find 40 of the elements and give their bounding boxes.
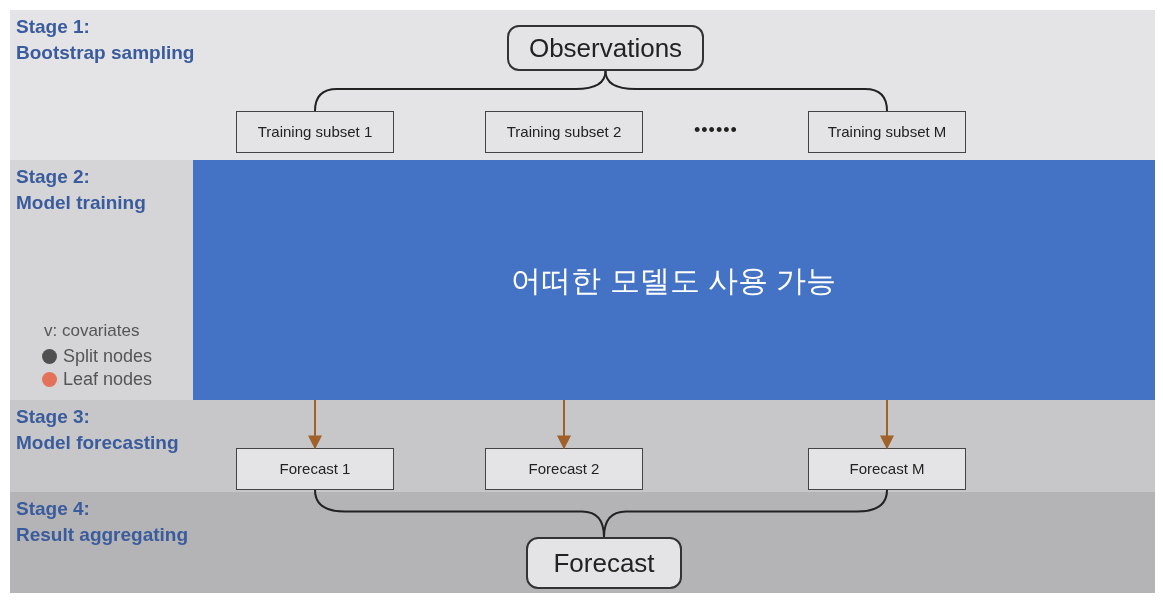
process-box	[526, 537, 682, 589]
stage-title: Model forecasting	[16, 431, 179, 455]
process-box	[236, 111, 394, 153]
process-box	[808, 448, 966, 490]
arrow	[880, 399, 894, 450]
node-text: 어떠한 모델도 사용 가능	[511, 262, 837, 299]
ellipsis: ••••••	[694, 119, 738, 142]
arrow	[557, 399, 571, 450]
node-text: Observations	[528, 31, 683, 65]
stage-band	[10, 10, 1155, 160]
stage-title: Result aggregating	[16, 523, 189, 547]
node-text: Forecast 2	[528, 458, 600, 479]
node-text: Forecast 1	[279, 458, 351, 479]
stage-band	[10, 492, 1155, 593]
brace-connector	[603, 489, 888, 538]
process-box	[485, 111, 643, 153]
stage-title: Model training	[16, 191, 146, 215]
stage-number: Stage 3:	[16, 405, 90, 429]
stage-number: Stage 2:	[16, 165, 90, 189]
process-box	[808, 111, 966, 153]
process-box	[236, 448, 394, 490]
process-box	[507, 25, 704, 71]
brace-connector	[604, 70, 888, 112]
stage-number: Stage 4:	[16, 497, 90, 521]
model-panel	[193, 160, 1155, 400]
node-text: Training subset 2	[506, 121, 622, 142]
stage-band	[10, 400, 1155, 492]
stage-band	[10, 160, 1155, 400]
arrow	[308, 399, 322, 450]
node-text: Training subset M	[827, 121, 947, 142]
legend-text: Leaf nodes	[63, 368, 153, 391]
node-text: Training subset 1	[257, 121, 373, 142]
legend-note: v: covariates	[44, 320, 140, 342]
node-text: Forecast M	[849, 458, 925, 479]
node-text: Forecast	[553, 546, 655, 580]
legend-text: Split nodes	[63, 345, 153, 368]
process-box	[485, 448, 643, 490]
stage-title: Bootstrap sampling	[16, 41, 195, 65]
brace-connector	[314, 70, 607, 112]
stage-number: Stage 1:	[16, 15, 90, 39]
